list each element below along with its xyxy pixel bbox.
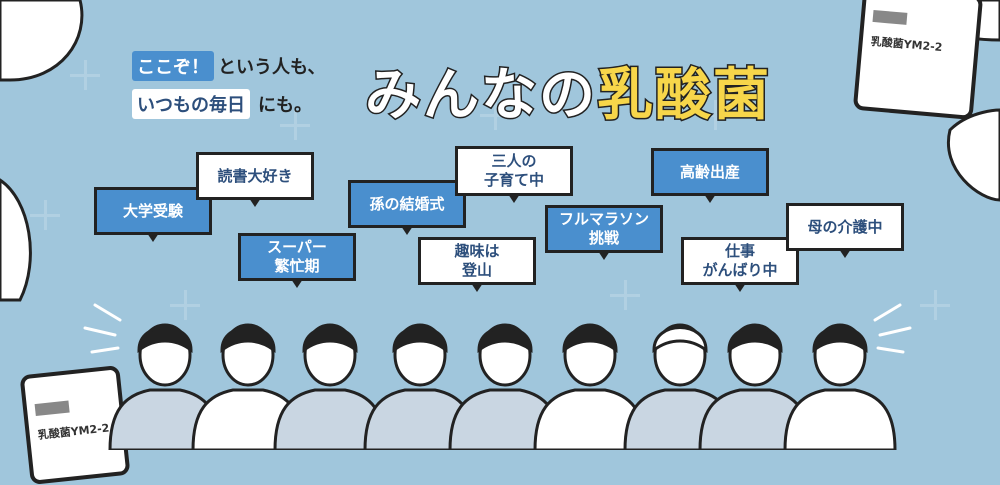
- tagline-highlight-2: いつもの毎日: [132, 89, 250, 119]
- title-plain: みんなの: [364, 62, 597, 130]
- speech-bubble: スーパー 繁忙期: [238, 233, 356, 288]
- person-figure: [108, 323, 222, 450]
- product-name: 乳酸菌YM2-2: [870, 34, 943, 55]
- person-figure: [448, 323, 562, 450]
- product-package: 乳酸菌YM2-2: [852, 0, 984, 120]
- speech-bubble: フルマラソン 挑戦: [545, 205, 663, 260]
- tagline: ここぞ！という人も、 いつもの毎日にも。: [132, 51, 325, 127]
- brand-logo: [872, 9, 908, 25]
- plus-decoration: [30, 200, 60, 230]
- tagline-text-1: という人も、: [218, 57, 326, 78]
- speech-bubble: 母の介護中: [786, 203, 904, 258]
- tagline-highlight-1: ここぞ！: [132, 51, 214, 81]
- speech-bubble: 趣味は 登山: [418, 237, 536, 292]
- plus-decoration: [280, 110, 310, 140]
- person-figure: [363, 323, 477, 450]
- speech-bubble: 仕事 がんばり中: [681, 237, 799, 292]
- speech-bubble: 読書大好き: [196, 152, 314, 207]
- tagline-text-2: にも。: [258, 95, 312, 116]
- speech-bubble: 大学受験: [94, 187, 212, 242]
- person-figure: [533, 323, 647, 450]
- plus-decoration: [70, 60, 100, 90]
- main-title: みんなの乳酸菌: [364, 50, 771, 131]
- people-illustration: [108, 323, 897, 450]
- person-figure: [783, 323, 897, 450]
- plus-decoration: [700, 100, 730, 130]
- plus-decoration: [920, 290, 950, 320]
- speech-bubble: 三人の 子育て中: [455, 146, 573, 203]
- plus-decoration: [480, 100, 510, 130]
- speech-bubble: 高齢出産: [651, 148, 769, 203]
- speech-bubble: 孫の結婚式: [348, 180, 466, 235]
- plus-decoration: [170, 290, 200, 320]
- title-highlight: 乳酸菌: [596, 62, 771, 130]
- plus-decoration: [610, 280, 640, 310]
